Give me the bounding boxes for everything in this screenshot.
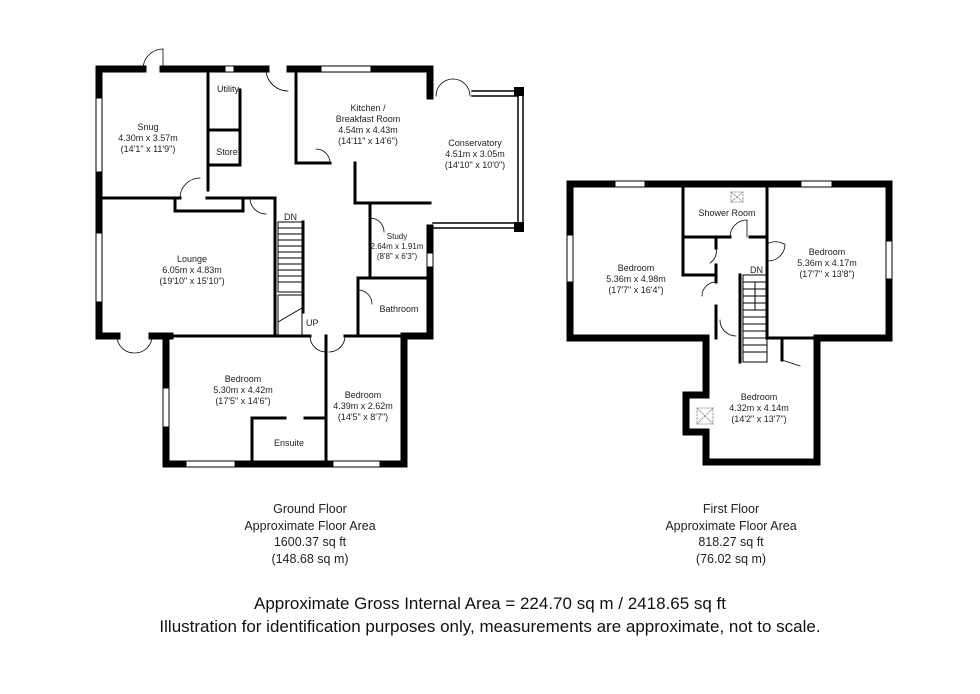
room-dimensions-imperial: (14'5" x 8'7") [337, 412, 389, 422]
room-name: Bedroom [740, 392, 778, 402]
room-dimensions-metric: 4.51m x 3.05m [445, 149, 505, 159]
room-dimensions-metric: 5.30m x 4.42m [213, 385, 273, 395]
room-label-bedroom-1: Bedroom 5.30m x 4.42m (17'5" x 14'6") [213, 374, 273, 407]
first-floor-walls [566, 180, 893, 466]
ground-floor-summary: Ground Floor Approximate Floor Area 1600… [244, 501, 375, 567]
ground-floor-walls [95, 48, 524, 468]
stairs-up-label: UP [306, 318, 319, 328]
floor-subtitle: Approximate Floor Area [665, 518, 797, 533]
room-label-kitchen: Kitchen / Breakfast Room 4.54m x 4.43m (… [336, 103, 401, 147]
room-name-line2: Breakfast Room [335, 114, 401, 124]
floor-area-sqm: (76.02 sq m) [695, 551, 767, 566]
room-dimensions-metric: 4.39m x 2.62m [333, 401, 393, 411]
floor-area-sqft: 1600.37 sq ft [273, 535, 347, 549]
room-dimensions-imperial: (17'7" x 13'8") [799, 269, 855, 279]
first-floor-summary: First Floor Approximate Floor Area 818.2… [665, 501, 796, 567]
room-label-utility: Utility [217, 84, 239, 95]
room-name: Bedroom [224, 374, 262, 384]
room-name: Bedroom [617, 263, 655, 273]
room-dimensions-metric: 5.36m x 4.98m [606, 274, 666, 284]
room-dimensions-imperial: (14'11" x 14'6") [338, 136, 398, 146]
floor-subtitle: Approximate Floor Area [244, 518, 376, 533]
room-label-study: Study 2.64m x 1.91m (8'8" x 6'3") [371, 232, 424, 262]
room-name: Store [216, 147, 238, 157]
room-name: Utility [217, 84, 239, 94]
floor-title: Ground Floor [273, 502, 347, 516]
room-dimensions-metric: 4.54m x 4.43m [338, 125, 398, 135]
room-name: Bedroom [808, 247, 846, 257]
room-dimensions-metric: 6.05m x 4.83m [162, 265, 222, 275]
gross-internal-area: Approximate Gross Internal Area = 224.70… [253, 594, 726, 613]
room-name: Shower Room [698, 208, 756, 218]
room-name: Study [386, 232, 408, 241]
room-name: Conservatory [448, 138, 502, 148]
room-label-store: Store [216, 147, 238, 158]
room-dimensions-imperial: (8'8" x 6'3") [376, 252, 418, 261]
room-label-lounge: Lounge 6.05m x 4.83m (19'10" x 15'10") [159, 254, 224, 287]
room-dimensions-metric: 2.64m x 1.91m [370, 242, 424, 251]
room-label-bedroom-5: Bedroom 4.32m x 4.14m (14'2" x 13'7") [729, 392, 789, 425]
room-name: Snug [137, 122, 159, 132]
room-name: Kitchen / [350, 103, 386, 113]
room-label-snug: Snug 4.30m x 3.57m (14'1" x 11'9") [118, 122, 178, 155]
floor-area-sqm: (148.68 sq m) [271, 551, 349, 566]
disclaimer: Illustration for identification purposes… [159, 617, 821, 636]
room-name: Lounge [176, 254, 208, 264]
room-dimensions-imperial: (14'1" x 11'9") [120, 144, 176, 154]
room-label-bedroom-2: Bedroom 4.39m x 2.62m (14'5" x 8'7") [333, 390, 393, 423]
room-dimensions-imperial: (17'7" x 16'4") [608, 285, 664, 295]
room-dimensions-metric: 4.32m x 4.14m [729, 403, 789, 413]
room-dimensions-imperial: (19'10" x 15'10") [159, 276, 225, 286]
room-label-bathroom: Bathroom [379, 304, 418, 315]
stairs-down-label: DN [284, 212, 297, 222]
room-dimensions-metric: 5.36m x 4.17m [797, 258, 857, 268]
room-dimensions-imperial: (14'10" x 10'0") [444, 160, 506, 170]
room-dimensions-imperial: (14'2" x 13'7") [731, 414, 787, 424]
room-dimensions-imperial: (17'5" x 14'6") [215, 396, 271, 406]
room-label-shower-room: Shower Room [698, 208, 755, 219]
room-name: Bathroom [379, 304, 419, 314]
floor-title: First Floor [702, 502, 760, 516]
room-label-bedroom-4: Bedroom 5.36m x 4.17m (17'7" x 13'8") [797, 247, 857, 280]
room-name: Ensuite [273, 438, 305, 448]
room-label-conservatory: Conservatory 4.51m x 3.05m (14'10" x 10'… [445, 138, 505, 171]
room-label-ensuite: Ensuite [274, 438, 304, 449]
floor-area-sqft: 818.27 sq ft [698, 535, 764, 549]
room-dimensions-metric: 4.30m x 3.57m [118, 133, 178, 143]
stairs-down-label: DN [750, 265, 763, 275]
room-label-bedroom-3: Bedroom 5.36m x 4.98m (17'7" x 16'4") [606, 263, 666, 296]
room-name: Bedroom [344, 390, 382, 400]
